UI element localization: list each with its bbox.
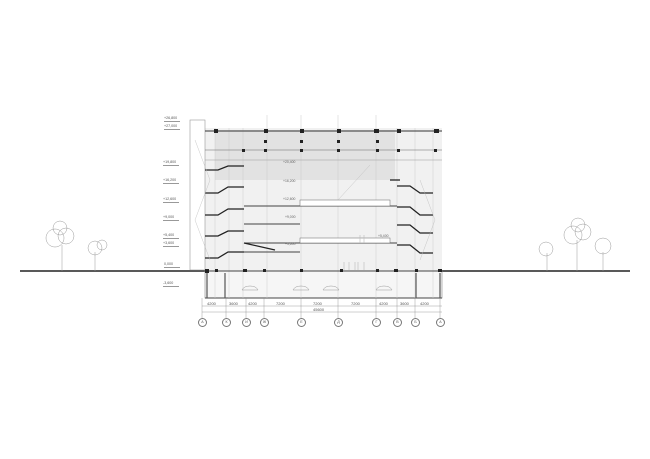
level-label: +3,600 bbox=[163, 241, 180, 247]
axis-bubble: Г bbox=[372, 318, 381, 327]
bay-dim: 4200 bbox=[379, 301, 388, 306]
axis-bubble: Е bbox=[297, 318, 306, 327]
axis-bubble: Ж bbox=[260, 318, 269, 327]
axis-bubble: А bbox=[198, 318, 207, 327]
bay-dim: 4200 bbox=[420, 301, 429, 306]
bay-dim: 4200 bbox=[207, 301, 216, 306]
axis-bubble: Д bbox=[334, 318, 343, 327]
bay-dim: 7200 bbox=[351, 301, 360, 306]
inner-level: +12,600 bbox=[283, 197, 296, 201]
inner-level: +5,400 bbox=[378, 234, 389, 238]
axis-bubble: Б bbox=[411, 318, 420, 327]
level-label: -3,600 bbox=[163, 281, 180, 287]
bay-dim: 3600 bbox=[400, 301, 409, 306]
bay-dim: 3600 bbox=[229, 301, 238, 306]
level-label: 0,000 bbox=[164, 262, 180, 268]
axis-bubble: К bbox=[222, 318, 231, 327]
bay-dim: 4200 bbox=[248, 301, 257, 306]
bay-dim: 7200 bbox=[313, 301, 322, 306]
tree-icon bbox=[45, 220, 108, 271]
level-label: +27,000 bbox=[164, 124, 181, 130]
level-label: +9,000 bbox=[163, 215, 180, 221]
axis-bubble: И bbox=[242, 318, 251, 327]
axis-bubble: В bbox=[393, 318, 402, 327]
level-label: +19,800 bbox=[163, 160, 180, 166]
level-label: +26,800 bbox=[164, 116, 181, 122]
level-label: +16,200 bbox=[163, 178, 180, 184]
axis-bubble: А bbox=[436, 318, 445, 327]
inner-level: +20,400 bbox=[283, 160, 296, 164]
bay-dim: 7200 bbox=[276, 301, 285, 306]
inner-level: +9,000 bbox=[285, 215, 296, 219]
level-label: +12,600 bbox=[163, 197, 180, 203]
total-dim: 45600 bbox=[313, 307, 325, 312]
inner-level: +16,200 bbox=[283, 179, 296, 183]
level-label: +5,400 bbox=[163, 233, 180, 239]
inner-level: +3,600 bbox=[285, 242, 296, 246]
